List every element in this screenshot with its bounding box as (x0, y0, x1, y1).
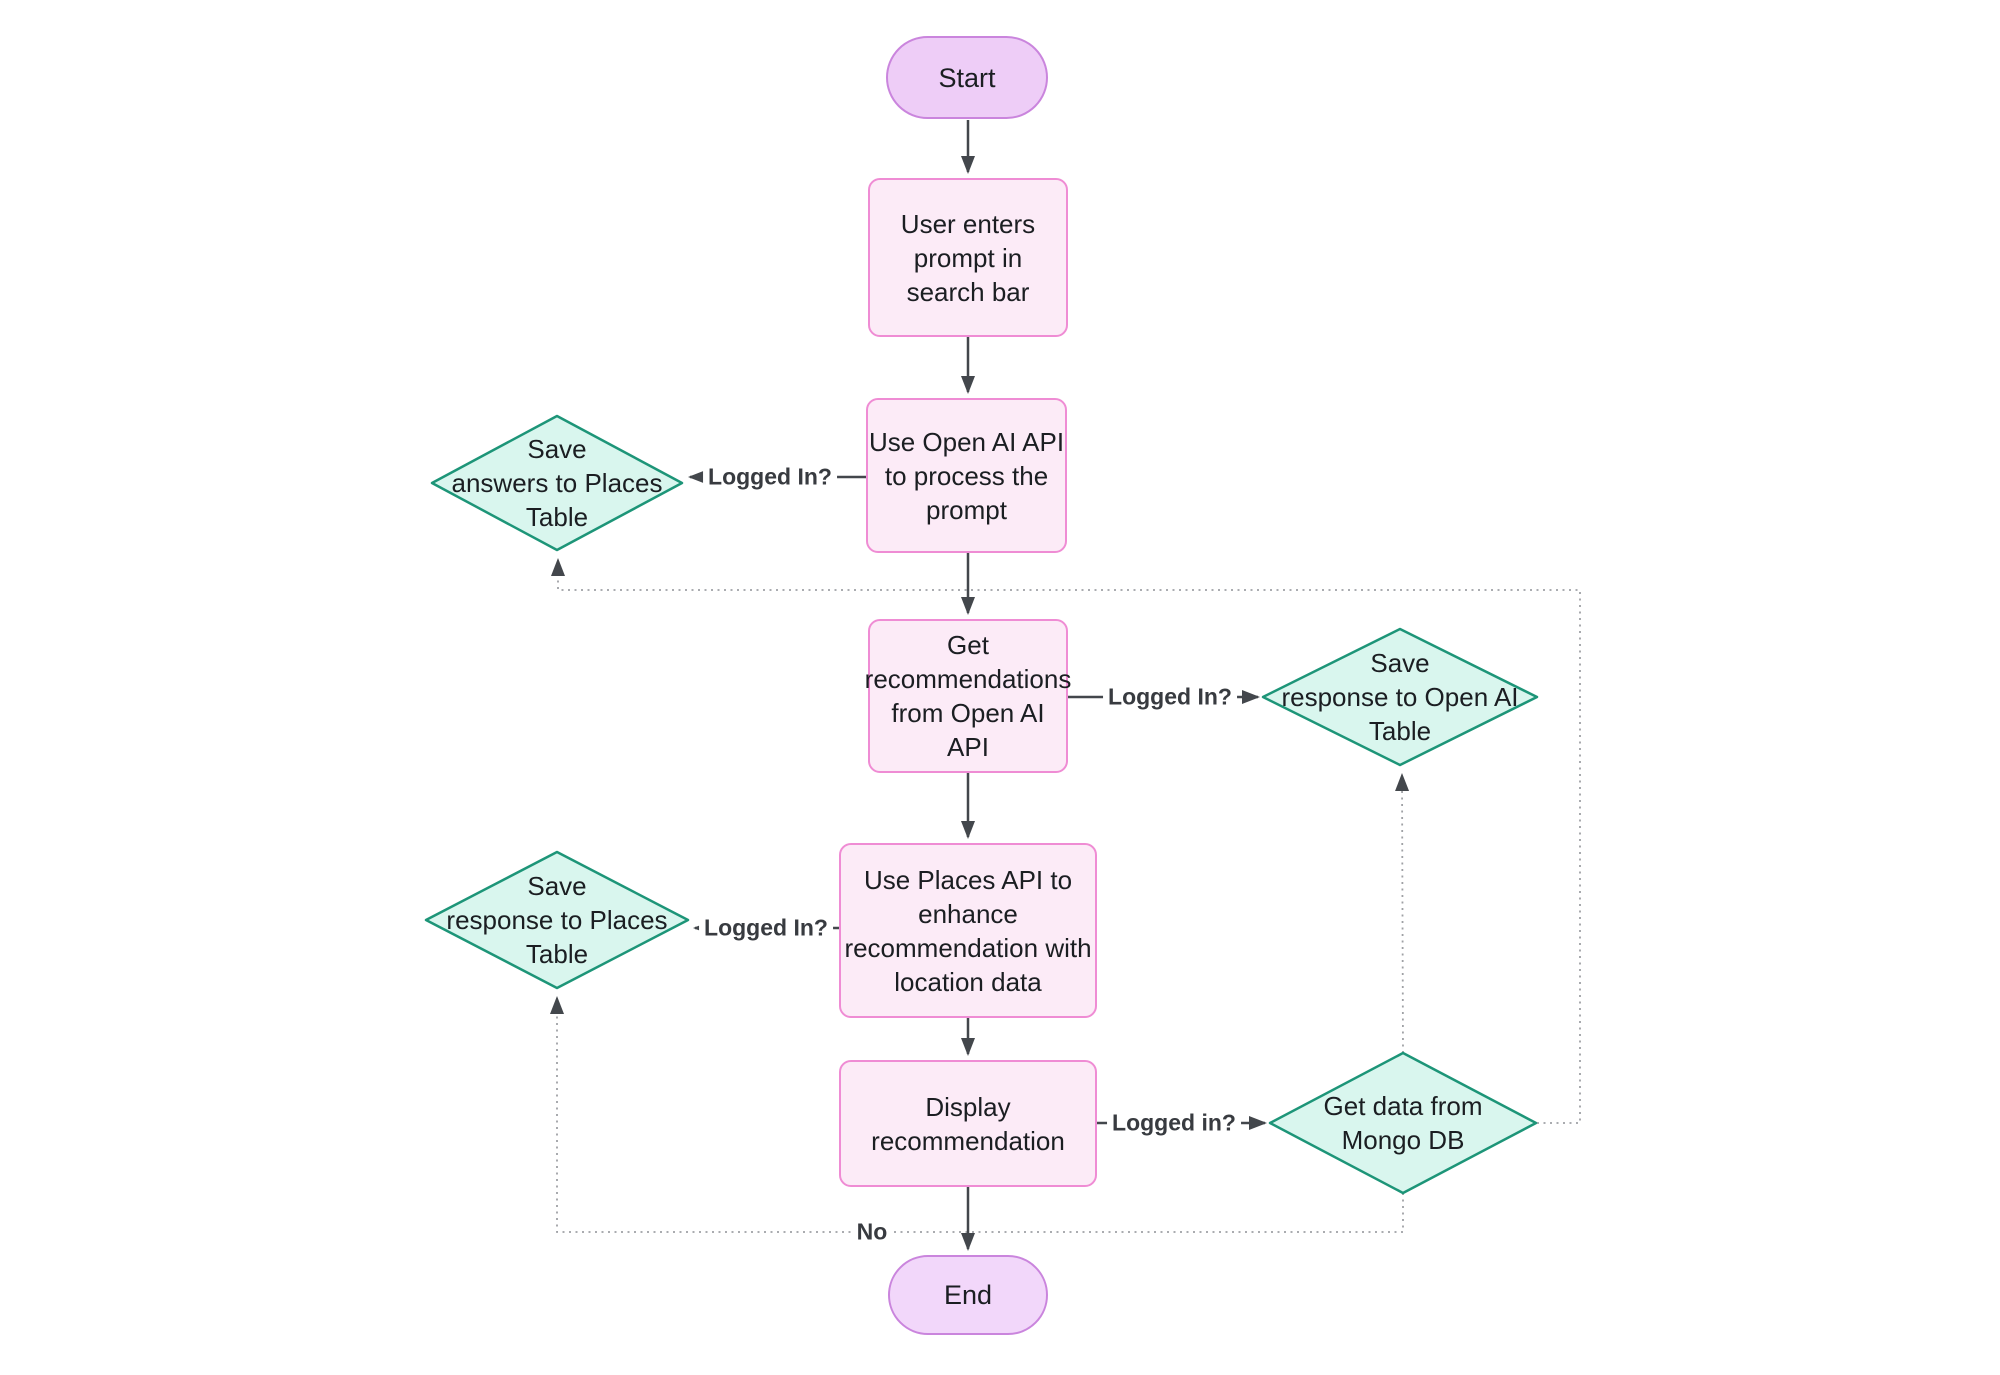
decision-save-response-openai-shape (1261, 627, 1539, 767)
node-display-recommendation: Display recommendation (839, 1060, 1097, 1187)
decision-get-mongo-data-shape (1268, 1051, 1538, 1195)
edge-label-logged-in-2: Logged In? (1103, 682, 1237, 712)
edge-label-logged-in-4: Logged in? (1107, 1108, 1241, 1138)
node-use-openai-api: Use Open AI API to process the prompt (866, 398, 1067, 553)
node-end: End (888, 1255, 1048, 1335)
node-get-recommendations: Get recommendations from Open AI API (865, 619, 1071, 773)
edge-label-no: No (851, 1217, 893, 1247)
node-use-places-api: Use Places API to enhance recommendation… (839, 843, 1097, 1018)
dotted-connector-mongo-to-save-response-openai (1395, 773, 1410, 1054)
decision-save-answers-places-shape (430, 414, 684, 552)
decision-save-response-places-shape (424, 850, 690, 990)
node-start: Start (886, 36, 1048, 119)
dotted-connector-mongo-no-to-save-response-places (550, 996, 1404, 1233)
edge-label-logged-in-3: Logged In? (699, 913, 833, 943)
edge-label-logged-in-1: Logged In? (703, 462, 837, 492)
node-user-enters-prompt: User enters prompt in search bar (868, 178, 1068, 337)
